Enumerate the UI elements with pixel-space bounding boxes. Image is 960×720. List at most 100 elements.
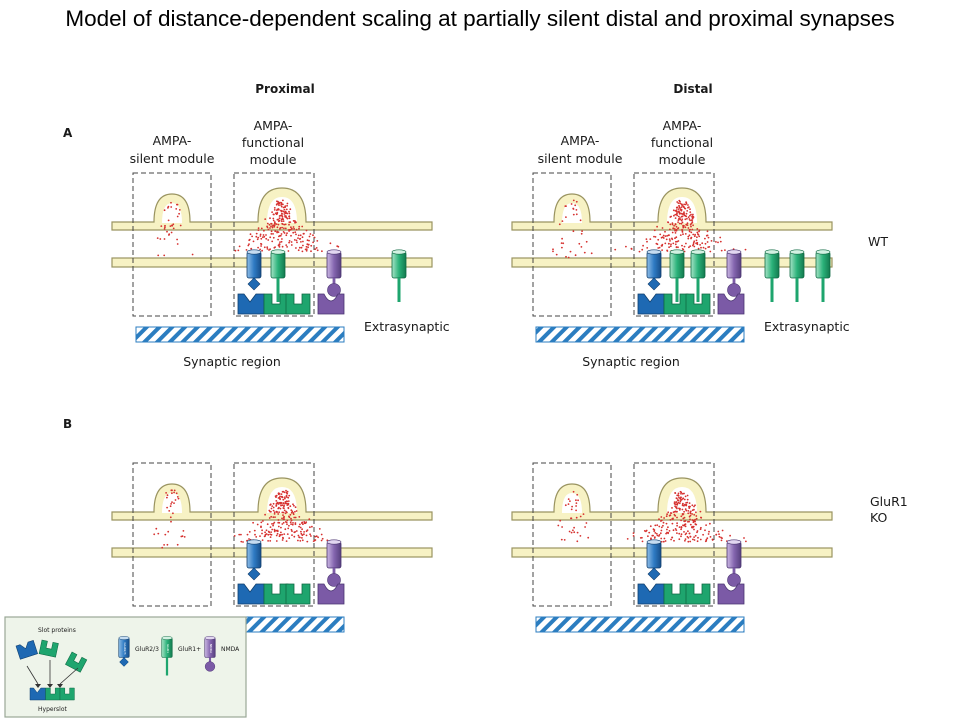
functional-module-release-dot (292, 512, 295, 514)
functional-module-release-dot (268, 517, 271, 519)
functional-module-release-dot (288, 210, 290, 213)
functional-module-release-dot (698, 230, 700, 233)
functional-module-release-dot (694, 504, 696, 507)
silent-module-release-dot (580, 246, 583, 248)
functional-module-release-dot (295, 530, 298, 532)
functional-module-release-dot (677, 246, 679, 249)
functional-module-release-dot (694, 523, 697, 525)
svg-text:GluR1: GluR1 (870, 494, 908, 509)
functional-module-release-dot (286, 500, 289, 503)
functional-module-release-dot (695, 239, 698, 242)
functional-module-release-dot (684, 218, 687, 221)
silent-module-release-dot (577, 499, 579, 502)
silent-module-release-dot (157, 254, 160, 257)
functional-module-release-dot (296, 241, 298, 244)
functional-module-release-dot (674, 503, 677, 506)
functional-module-release-dot (283, 491, 286, 494)
silent-module-box (132, 172, 212, 317)
functional-module-release-dot (276, 529, 279, 532)
nmda-receptor (726, 249, 742, 297)
functional-module-release-dot (273, 513, 276, 515)
functional-module-release-dot (252, 521, 255, 524)
functional-module-release-dot (669, 245, 672, 248)
functional-module-release-dot (658, 246, 661, 249)
silent-module-release-dot (167, 219, 170, 222)
functional-module-release-dot (266, 225, 268, 228)
functional-module-release-dot (700, 526, 702, 529)
functional-module-release-dot (673, 539, 675, 542)
functional-module-release-dot (669, 216, 672, 218)
legend-slot-proteins: Slot proteins (38, 627, 76, 634)
functional-module-release-dot (702, 246, 705, 249)
functional-module-release-dot (275, 505, 278, 507)
functional-module-release-dot (671, 536, 674, 539)
functional-module-release-dot (286, 504, 289, 506)
functional-module-release-dot (673, 513, 676, 516)
functional-module-release-dot (290, 517, 292, 520)
silent-module-release-dot (176, 203, 179, 206)
functional-module-release-dot (295, 233, 297, 236)
functional-module-release-dot (641, 536, 643, 539)
functional-module-release-dot (686, 498, 689, 501)
functional-module-release-dot (278, 235, 280, 238)
functional-module-release-dot (687, 227, 690, 229)
silent-module-release-dot (576, 493, 579, 496)
functional-module-release-dot (660, 537, 663, 540)
functional-module-release-dot (321, 250, 323, 253)
silent-module-release-dot (178, 212, 181, 215)
functional-module-release-dot (268, 223, 271, 226)
functional-module-release-dot (666, 528, 668, 531)
functional-module-release-dot (665, 522, 668, 525)
svg-text:AMPA-: AMPA- (561, 133, 600, 148)
functional-module-release-dot (262, 520, 264, 522)
silent-module-release-dot (169, 516, 172, 519)
functional-module-release-dot (687, 206, 689, 209)
silent-module-release-dot (590, 252, 593, 255)
functional-module-release-dot (283, 213, 286, 215)
silent-module-release-dot (570, 517, 573, 520)
functional-module-release-dot (312, 234, 314, 237)
silent-module-release-dot (171, 224, 173, 227)
silent-module-release-dot (172, 223, 175, 226)
legend-glur23: GluR2/3 (135, 646, 159, 653)
silent-module-release-dot (161, 546, 164, 549)
functional-module-release-dot (715, 241, 717, 243)
functional-module-release-dot (259, 233, 262, 236)
slot-blue (237, 583, 265, 605)
functional-module-release-dot (300, 241, 302, 243)
glur23-receptor (246, 539, 262, 581)
functional-module-release-dot (686, 535, 689, 538)
silent-module-release-dot (163, 209, 166, 212)
functional-module-release-dot (260, 526, 262, 529)
functional-module-release-dot (720, 536, 722, 539)
functional-module-release-dot (267, 228, 270, 231)
synaptic-region-bar (535, 326, 745, 343)
functional-module-release-dot (649, 238, 652, 241)
silent-module-release-dot (587, 536, 590, 539)
functional-module-release-dot (687, 204, 689, 206)
silent-module-release-dot (572, 213, 575, 216)
silent-module-release-dot (170, 489, 173, 492)
functional-module-release-dot (678, 217, 680, 220)
functional-module-release-dot (677, 501, 680, 504)
silent-module-release-dot (575, 209, 578, 211)
functional-module-release-dot (312, 241, 314, 244)
functional-module-release-dot (653, 229, 656, 232)
functional-module-release-dot (674, 229, 676, 232)
functional-module-release-dot (283, 223, 286, 226)
functional-module-release-dot (676, 524, 678, 527)
functional-module-release-dot (268, 509, 271, 512)
functional-module-release-dot (671, 223, 674, 226)
functional-module-release-dot (682, 517, 685, 520)
silent-module-release-dot (564, 504, 567, 507)
functional-module-release-dot (685, 212, 688, 215)
svg-text:module: module (250, 152, 297, 167)
functional-module-release-dot (696, 241, 699, 244)
functional-module-release-dot (693, 539, 696, 541)
functional-module-release-dot (273, 207, 276, 209)
functional-module-release-dot (303, 533, 305, 536)
functional-module-release-dot (693, 520, 696, 522)
functional-module-release-dot (267, 530, 270, 533)
silent-module-release-dot (170, 520, 172, 523)
functional-module-release-dot (288, 494, 291, 497)
